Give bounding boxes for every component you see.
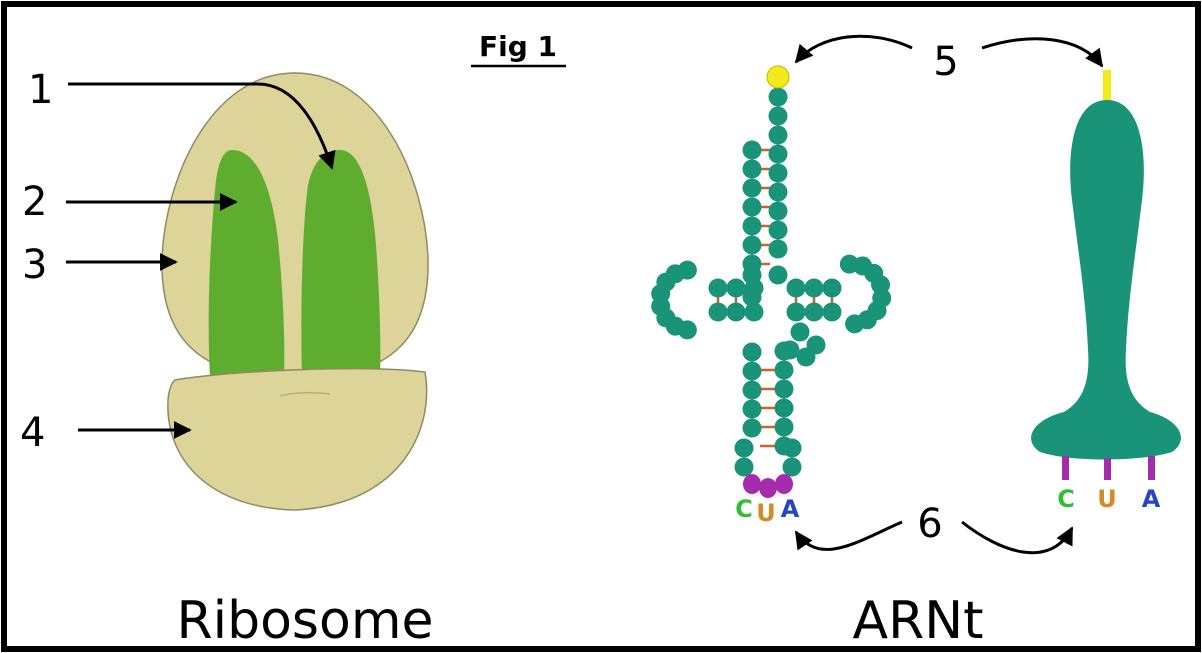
trna-simplified-body <box>1031 100 1181 460</box>
anticodon-nucleotide-c <box>743 474 761 494</box>
trna-nucleotide <box>742 178 762 198</box>
trna-nucleotide <box>768 220 788 240</box>
label-2: 2 <box>22 179 47 225</box>
trna-nucleotide <box>708 278 728 298</box>
trna-nucleotide <box>782 438 802 458</box>
trna-nucleotides <box>651 87 892 477</box>
ribosome-caption: Ribosome <box>177 591 434 651</box>
trna-nucleotide <box>742 159 762 179</box>
trna-caption: ARNt <box>853 591 984 651</box>
arrow-5-left <box>794 34 913 64</box>
trna-nucleotide <box>790 322 810 342</box>
trna-nucleotide <box>768 182 788 202</box>
trna-simplified-aa-site <box>1103 70 1111 102</box>
trna-nucleotide <box>742 235 762 255</box>
trna-nucleotide <box>804 278 824 298</box>
trna-nucleotide <box>845 314 865 334</box>
trna-nucleotide <box>742 197 762 217</box>
trna-nucleotide <box>796 347 816 367</box>
stem-c <box>1062 456 1069 480</box>
trna-nucleotide <box>786 278 806 298</box>
trna-nucleotide <box>742 216 762 236</box>
trna-nucleotide <box>744 302 764 322</box>
anticodon-left-u: U <box>756 499 776 527</box>
ribosome-site-right <box>301 150 381 378</box>
amino-acid-attachment-site <box>766 65 790 89</box>
trna-nucleotide <box>774 379 794 399</box>
label-6: 6 <box>917 501 942 547</box>
trna-nucleotide <box>822 302 842 322</box>
ribosome-small-subunit <box>167 367 428 511</box>
trna-nucleotide <box>774 398 794 418</box>
arrow-1 <box>68 82 336 170</box>
stem-a <box>1148 456 1155 480</box>
label-3: 3 <box>22 242 47 288</box>
subunit-groove <box>279 391 331 397</box>
trna-nucleotide <box>742 140 762 160</box>
trna-nucleotide <box>742 342 762 362</box>
anticodon-right-u: U <box>1097 485 1117 513</box>
arrow-6-left <box>794 520 903 551</box>
trna-nucleotide <box>734 457 754 477</box>
trna-nucleotide <box>742 380 762 400</box>
trna-nucleotide <box>742 287 762 307</box>
trna-nucleotide <box>768 87 788 107</box>
trna-nucleotide <box>822 278 842 298</box>
label-4: 4 <box>20 410 45 456</box>
trna-nucleotide <box>768 265 788 285</box>
anticodon-left-a: A <box>781 495 800 523</box>
trna-nucleotide <box>742 399 762 419</box>
trna-nucleotide <box>742 265 762 285</box>
anticodon-loop <box>743 474 793 498</box>
label-1: 1 <box>28 67 53 113</box>
trna-nucleotide <box>677 260 697 280</box>
trna-nucleotide <box>768 144 788 164</box>
trna-nucleotide <box>774 360 794 380</box>
anticodon-nucleotide-u <box>759 478 777 498</box>
trna-nucleotide <box>742 361 762 381</box>
trna-nucleotide <box>768 106 788 126</box>
trna-nucleotide <box>782 457 802 477</box>
anticodon-left-c: C <box>735 495 753 523</box>
anticodon-right-c: C <box>1057 485 1075 513</box>
trna-nucleotide <box>768 125 788 145</box>
trna-nucleotide <box>768 163 788 183</box>
stem-u <box>1104 458 1111 480</box>
trna-nucleotide <box>768 239 788 259</box>
trna-nucleotide <box>768 201 788 221</box>
trna-nucleotide <box>708 302 728 322</box>
trna-cloverleaf: C U A <box>651 65 892 527</box>
anticodon-right-a: A <box>1142 485 1161 513</box>
arrow-5-right <box>981 37 1104 68</box>
trna-nucleotide <box>774 417 794 437</box>
trna-nucleotide <box>786 302 806 322</box>
arrow-6-right <box>961 520 1074 555</box>
label-5: 5 <box>933 39 958 85</box>
trna-nucleotide <box>742 418 762 438</box>
figure-title: Fig 1 <box>479 30 557 63</box>
trna-nucleotide <box>734 438 754 458</box>
trna-nucleotide <box>774 341 794 361</box>
anticodon-nucleotide-a <box>775 474 793 494</box>
trna-nucleotide <box>726 278 746 298</box>
trna-nucleotide <box>804 302 824 322</box>
ribosome <box>161 72 429 511</box>
trna-nucleotide <box>726 302 746 322</box>
trna-simplified: C U A <box>1031 70 1181 513</box>
